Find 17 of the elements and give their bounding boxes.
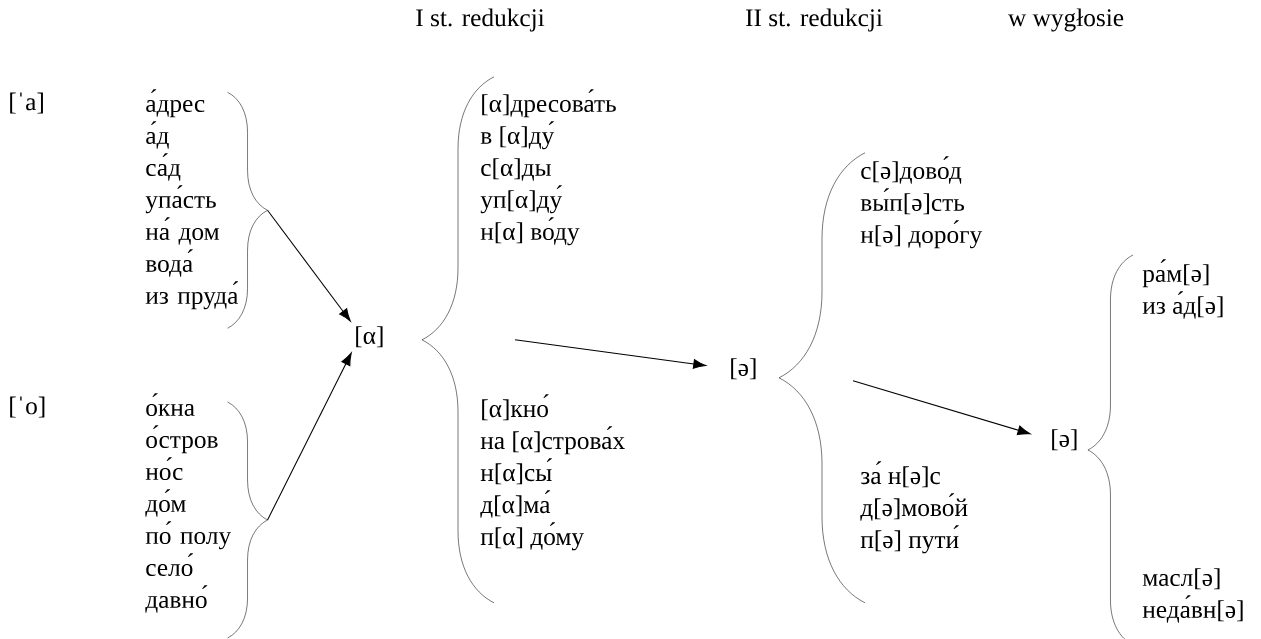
phoneme-label: [ˈo] [10,396,45,418]
word-list: ра́м[ə] из а́д[ə] масл[ə] неда́вн[ə] [1142,259,1243,623]
phoneme-label: [ˈa] [10,92,43,114]
word-list: о́кна о́стров но́с до́м по́ полу село́ давно́ [145,393,232,613]
phoneme-symbol: [ə] [1052,429,1077,451]
column-heading: I st. redukcji [416,8,545,32]
column-heading: w wygłosie [1007,8,1124,32]
column-heading: II st. redukcji [746,8,883,32]
word-list: с[ə]дово́д вы́п[ə]сть н[ə] доро́гу за́ н[ə]с д[ə]мово́й п[ə] пути́ [860,156,983,554]
arrow [267,209,351,322]
arrow [514,339,707,369]
word-list: а́дрес а́д са́д упа́сть на́ дом вода́ из пруда́ [145,89,239,310]
arrow [852,380,1031,436]
phoneme-symbol: [α] [356,326,383,348]
phoneme-symbol: [ə] [731,358,756,380]
word-list: [α]дресова́ть в [α]ду́ с[α]ды уп[α]ду́ н[α] во́ду [α]кно́ на [α]строва́х н[α]сы́ д[α]ма́ п[α] до́му [480,89,625,551]
arrow [267,352,352,521]
